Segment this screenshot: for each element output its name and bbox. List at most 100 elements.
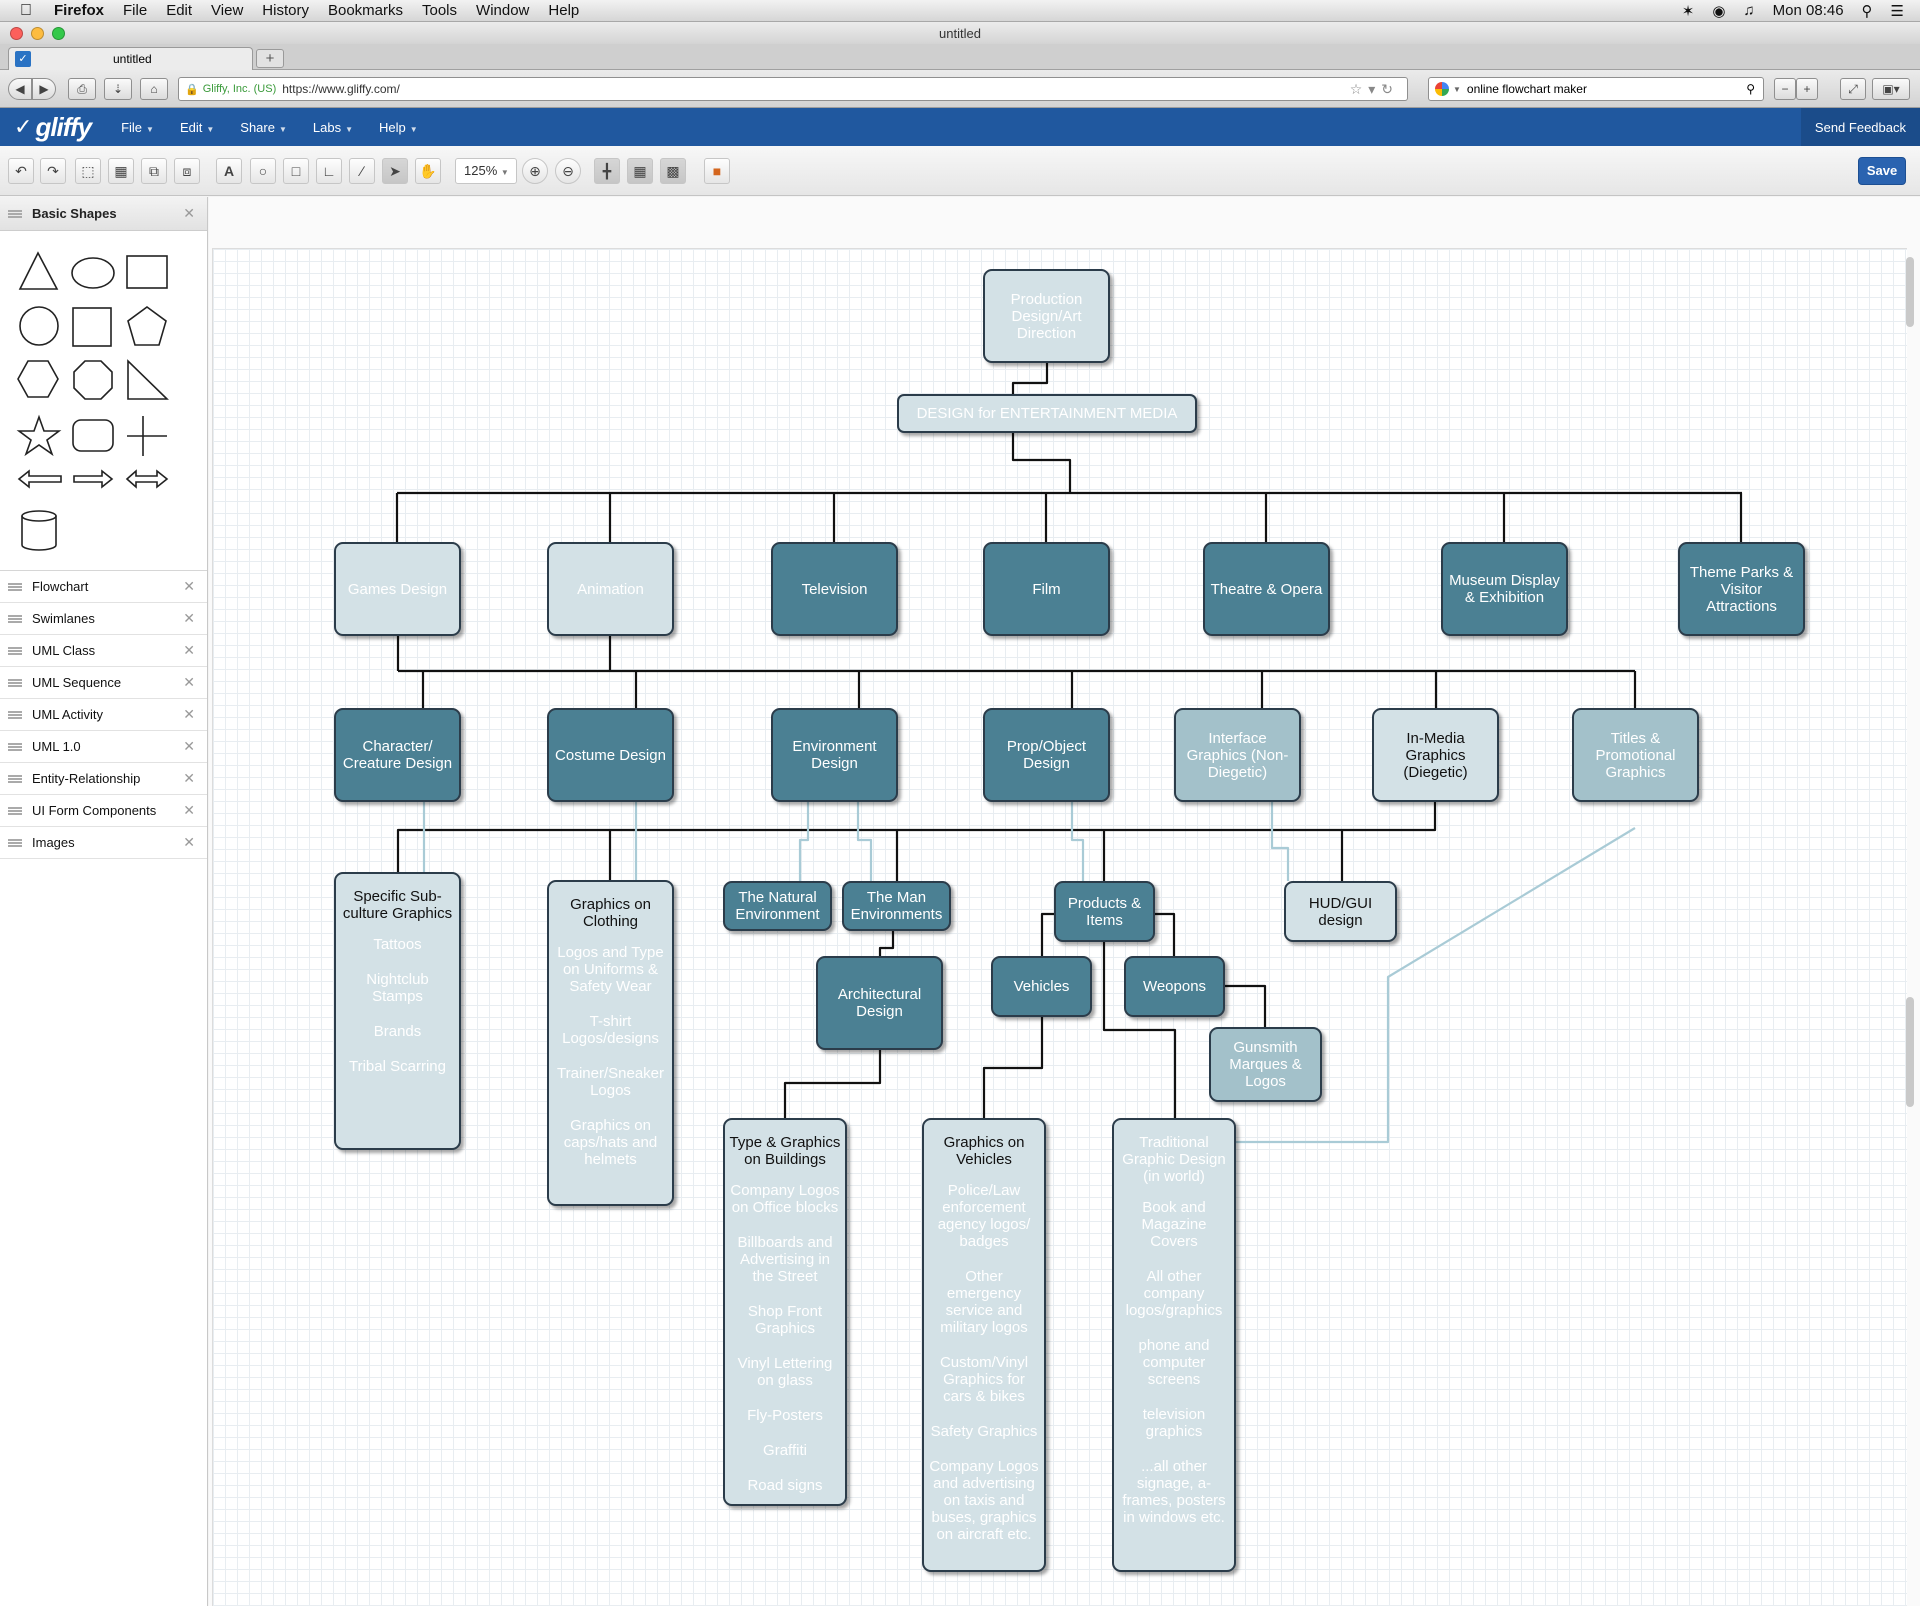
node-games[interactable]: Games Design (334, 542, 461, 636)
close-library-icon[interactable]: ✕ (183, 738, 195, 754)
drag-handle-icon[interactable] (8, 614, 22, 623)
undo-icon[interactable]: ↶ (8, 158, 34, 184)
minimize-window-icon[interactable] (31, 27, 44, 40)
scrollbar-thumb[interactable] (1906, 997, 1914, 1107)
node-prop[interactable]: Prop/Object Design (983, 708, 1110, 802)
search-input[interactable]: online flowchart maker (1466, 82, 1587, 96)
drag-handle-icon[interactable] (8, 774, 22, 783)
node-arch[interactable]: Architectural Design (816, 956, 943, 1050)
redo-icon[interactable]: ↷ (40, 158, 66, 184)
apple-icon[interactable]:  (20, 2, 40, 20)
menu-edit[interactable]: Edit▼ (180, 120, 214, 135)
node-env[interactable]: Environment Design (771, 708, 898, 802)
close-library-icon[interactable]: ✕ (183, 610, 195, 626)
node-root[interactable]: DESIGN for ENTERTAINMENT MEDIA (897, 394, 1197, 433)
node-tv[interactable]: Television (771, 542, 898, 636)
library-uml-class[interactable]: UML Class✕ (0, 635, 207, 667)
home-button[interactable]: ⌂ (140, 78, 168, 100)
bluetooth-icon[interactable]: ✶ (1681, 2, 1695, 20)
rounded-rectangle-shape[interactable] (72, 419, 114, 452)
drag-handle-icon[interactable] (8, 582, 22, 591)
node-inmedia[interactable]: In-Media Graphics (Diegetic) (1372, 708, 1499, 802)
resize-icon[interactable]: ▦ (108, 158, 134, 184)
rectangle-shape[interactable] (126, 255, 168, 289)
text-tool-icon[interactable]: A (216, 158, 242, 184)
close-library-icon[interactable]: ✕ (183, 578, 195, 594)
theme-icon[interactable]: ■ (704, 158, 730, 184)
close-library-icon[interactable]: ✕ (183, 770, 195, 786)
node-man[interactable]: The Man Environments (842, 881, 951, 931)
notification-icon[interactable]: ☰ (1890, 2, 1904, 20)
node-products[interactable]: Products & Items (1054, 881, 1155, 942)
google-icon[interactable] (1435, 82, 1449, 96)
right-triangle-shape[interactable] (127, 359, 169, 400)
save-button[interactable]: Save (1858, 157, 1906, 185)
pointer-tool-icon[interactable]: ➤ (382, 158, 408, 184)
drag-handle-icon[interactable] (8, 209, 22, 218)
group-icon[interactable]: ⧉ (141, 158, 167, 184)
downloads-button[interactable]: ⇣ (104, 78, 132, 100)
node-char[interactable]: Character/ Creature Design (334, 708, 461, 802)
hand-tool-icon[interactable]: ✋ (415, 158, 441, 184)
node-vehicles[interactable]: Vehicles (991, 956, 1092, 1017)
url-bar[interactable]: 🔒 Gliffy, Inc. (US) https://www.gliffy.c… (178, 77, 1408, 101)
node-prod[interactable]: Production Design/Art Direction (983, 269, 1110, 363)
url-text[interactable]: https://www.gliffy.com/ (282, 82, 400, 96)
zoom-in-page-button[interactable]: + (1796, 78, 1818, 100)
snap-icon[interactable]: ╋ (594, 158, 620, 184)
volume-icon[interactable]: ♫ (1743, 2, 1755, 19)
node-titles[interactable]: Titles & Promotional Graphics (1572, 708, 1699, 802)
menu-file[interactable]: File▼ (121, 120, 154, 135)
double-arrow-shape[interactable] (125, 469, 169, 489)
cross-shape[interactable] (127, 416, 167, 456)
send-feedback-button[interactable]: Send Feedback (1800, 108, 1920, 146)
search-engine-caret-icon[interactable]: ▼ (1453, 84, 1461, 94)
line-tool-icon[interactable]: ∕ (349, 158, 375, 184)
node-hud[interactable]: HUD/GUI design (1284, 881, 1397, 942)
menu-labs[interactable]: Labs▼ (313, 120, 353, 135)
close-library-icon[interactable]: ✕ (183, 205, 195, 221)
os-menu-window[interactable]: Window (476, 2, 530, 19)
library-ui-form-components[interactable]: UI Form Components✕ (0, 795, 207, 827)
site-identity[interactable]: Gliffy, Inc. (US) (202, 83, 277, 95)
pentagon-shape[interactable] (127, 306, 167, 346)
close-library-icon[interactable]: ✕ (183, 706, 195, 722)
hexagon-shape[interactable] (17, 360, 59, 398)
drag-handle-icon[interactable] (8, 646, 22, 655)
library-images[interactable]: Images✕ (0, 827, 207, 859)
close-library-icon[interactable]: ✕ (183, 802, 195, 818)
node-theme[interactable]: Theme Parks & Visitor Attractions (1678, 542, 1805, 636)
bookmark-star-icon[interactable]: ☆▾↻ (1349, 80, 1399, 97)
select-region-icon[interactable]: ⬚ (75, 158, 101, 184)
library-swimlanes[interactable]: Swimlanes✕ (0, 603, 207, 635)
octagon-shape[interactable] (73, 360, 113, 400)
close-library-icon[interactable]: ✕ (183, 642, 195, 658)
drag-handle-icon[interactable] (8, 838, 22, 847)
node-anim[interactable]: Animation (547, 542, 674, 636)
library-uml-activity[interactable]: UML Activity✕ (0, 699, 207, 731)
drag-handle-icon[interactable] (8, 678, 22, 687)
library-entity-relationship[interactable]: Entity-Relationship✕ (0, 763, 207, 795)
library-flowchart[interactable]: Flowchart✕ (0, 571, 207, 603)
left-arrow-shape[interactable] (17, 469, 62, 489)
back-button[interactable]: ◀ (8, 78, 32, 100)
close-library-icon[interactable]: ✕ (183, 834, 195, 850)
wifi-icon[interactable]: ◉ (1712, 2, 1726, 20)
os-menu-file[interactable]: File (123, 2, 148, 19)
library-uml-sequence[interactable]: UML Sequence✕ (0, 667, 207, 699)
close-library-icon[interactable]: ✕ (183, 674, 195, 690)
os-menu-view[interactable]: View (211, 2, 244, 19)
ellipse-shape[interactable] (71, 257, 115, 289)
menu-help[interactable]: Help▼ (379, 120, 418, 135)
os-menu-bookmarks[interactable]: Bookmarks (327, 2, 403, 19)
close-window-icon[interactable] (10, 27, 23, 40)
node-film[interactable]: Film (983, 542, 1110, 636)
new-tab-button[interactable]: + (256, 49, 284, 68)
triangle-shape[interactable] (18, 251, 59, 290)
node-museum[interactable]: Museum Display & Exhibition (1441, 542, 1568, 636)
connector-tool-icon[interactable]: ∟ (316, 158, 342, 184)
zoom-in-icon[interactable]: ⊕ (522, 158, 548, 184)
drag-handle-icon[interactable] (8, 742, 22, 751)
print-button[interactable]: ⎙ (68, 78, 96, 100)
